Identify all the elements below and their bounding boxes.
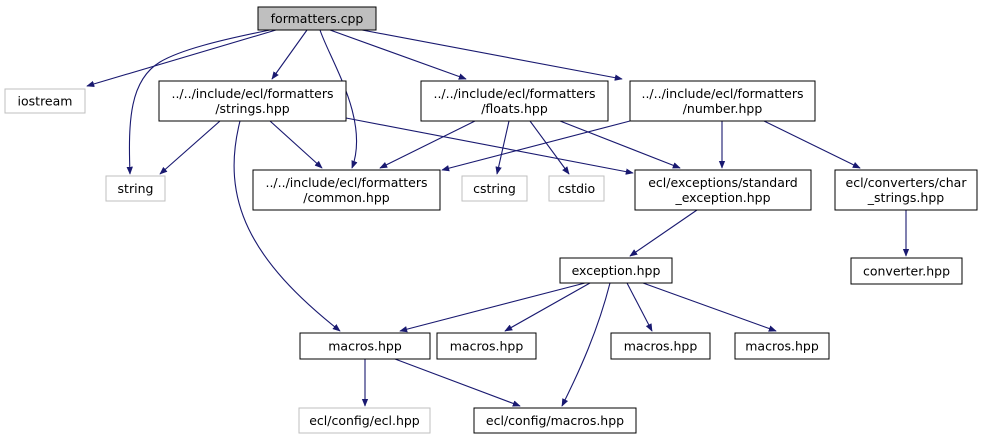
node-box-exception: [559, 257, 673, 284]
node-strings[interactable]: ../../include/ecl/formatters/strings.hpp: [158, 80, 347, 122]
edge-number-to-charstr: [763, 120, 861, 169]
node-label-strings-line-2: /strings.hpp: [215, 101, 289, 116]
node-box-cstdio: [548, 175, 605, 202]
edge-strings-to-macros1: [233, 120, 341, 332]
node-label-eclhpp-line-1: ecl/config/ecl.hpp: [309, 413, 420, 428]
node-box-converter: [850, 257, 963, 285]
node-macros4[interactable]: macros.hpp: [734, 332, 830, 360]
node-box-string: [105, 175, 166, 202]
node-string[interactable]: string: [105, 175, 166, 202]
node-label-cstring-line-1: cstring: [473, 181, 516, 196]
edge-floats-to-stdexc: [559, 120, 681, 169]
node-box-macros3: [610, 332, 711, 360]
node-label-number-line-2: /number.hpp: [683, 101, 763, 116]
node-macros2[interactable]: macros.hpp: [436, 332, 537, 360]
node-box-common: [252, 169, 441, 211]
node-label-stdexc-line-2: _exception.hpp: [674, 190, 770, 205]
node-cfgmacros[interactable]: ecl/config/macros.hpp: [473, 407, 637, 434]
edge-root-to-number: [361, 29, 623, 81]
edge-floats-to-common: [379, 120, 476, 169]
node-macros1[interactable]: macros.hpp: [299, 332, 431, 360]
node-label-common-line-1: ../../include/ecl/formatters: [265, 175, 427, 190]
node-exception[interactable]: exception.hpp: [559, 257, 673, 284]
edge-exception-to-cfgmacros: [561, 282, 611, 407]
node-label-exception-line-1: exception.hpp: [572, 263, 661, 278]
node-box-strings: [158, 80, 347, 122]
node-label-converter-line-1: converter.hpp: [863, 264, 950, 279]
node-label-iostream-line-1: iostream: [18, 94, 73, 109]
node-label-stdexc-line-1: ecl/exceptions/standard: [648, 175, 798, 190]
node-label-macros2-line-1: macros.hpp: [450, 339, 524, 354]
edge-root-to-strings: [271, 29, 308, 80]
node-charstr[interactable]: ecl/converters/char_strings.hpp: [834, 169, 978, 211]
edge-root-to-floats: [329, 29, 467, 80]
edge-strings-to-string: [159, 120, 221, 175]
node-iostream[interactable]: iostream: [4, 88, 86, 114]
edge-exception-to-macros3: [626, 282, 653, 332]
node-root[interactable]: formatters.cpp: [257, 6, 377, 31]
node-label-common-line-2: /common.hpp: [303, 190, 389, 205]
node-box-charstr: [834, 169, 978, 211]
node-box-number: [629, 80, 816, 122]
node-box-macros4: [734, 332, 830, 360]
node-cstring[interactable]: cstring: [461, 175, 528, 202]
edge-stdexc-to-exception: [629, 209, 698, 257]
node-macros3[interactable]: macros.hpp: [610, 332, 711, 360]
node-label-string-line-1: string: [118, 181, 154, 196]
node-cstdio[interactable]: cstdio: [548, 175, 605, 202]
node-number[interactable]: ../../include/ecl/formatters/number.hpp: [629, 80, 816, 122]
edge-floats-to-cstring: [495, 120, 510, 175]
edge-strings-to-stdexc: [345, 117, 634, 175]
edge-exception-to-macros2: [504, 282, 591, 332]
edge-floats-to-cstdio: [529, 120, 570, 175]
node-box-cfgmacros: [473, 407, 637, 434]
node-label-number-line-1: ../../include/ecl/formatters: [641, 86, 803, 101]
node-label-floats-line-2: /floats.hpp: [481, 101, 548, 116]
node-box-eclhpp: [298, 407, 431, 434]
node-label-charstr-line-1: ecl/converters/char: [846, 175, 968, 190]
node-label-charstr-line-2: _strings.hpp: [867, 190, 944, 205]
node-label-cfgmacros-line-1: ecl/config/macros.hpp: [486, 413, 624, 428]
edge-exception-to-macros4: [642, 282, 777, 332]
node-box-stdexc: [634, 169, 812, 211]
edge-root-to-string: [126, 29, 271, 175]
node-label-macros3-line-1: macros.hpp: [624, 339, 698, 354]
node-label-cstdio-line-1: cstdio: [558, 181, 595, 196]
node-floats[interactable]: ../../include/ecl/formatters/floats.hpp: [420, 80, 609, 122]
node-label-strings-line-1: ../../include/ecl/formatters: [171, 86, 333, 101]
node-box-floats: [420, 80, 609, 122]
node-label-floats-line-1: ../../include/ecl/formatters: [433, 86, 595, 101]
edge-macros1-to-cfgmacros: [394, 358, 521, 407]
node-eclhpp[interactable]: ecl/config/ecl.hpp: [298, 407, 431, 434]
node-box-cstring: [461, 175, 528, 202]
node-box-iostream: [4, 88, 86, 114]
node-stdexc[interactable]: ecl/exceptions/standard_exception.hpp: [634, 169, 812, 211]
edge-exception-to-macros1: [399, 282, 586, 333]
node-common[interactable]: ../../include/ecl/formatters/common.hpp: [252, 169, 441, 211]
node-label-root-line-1: formatters.cpp: [271, 11, 364, 26]
edge-number-to-common: [441, 120, 631, 172]
edge-strings-to-common: [269, 120, 323, 169]
node-label-macros4-line-1: macros.hpp: [745, 339, 819, 354]
node-converter[interactable]: converter.hpp: [850, 257, 963, 285]
node-box-root: [257, 6, 377, 31]
node-label-macros1-line-1: macros.hpp: [328, 339, 402, 354]
node-box-macros2: [436, 332, 537, 360]
node-box-macros1: [299, 332, 431, 360]
edge-root-to-iostream: [86, 29, 277, 88]
